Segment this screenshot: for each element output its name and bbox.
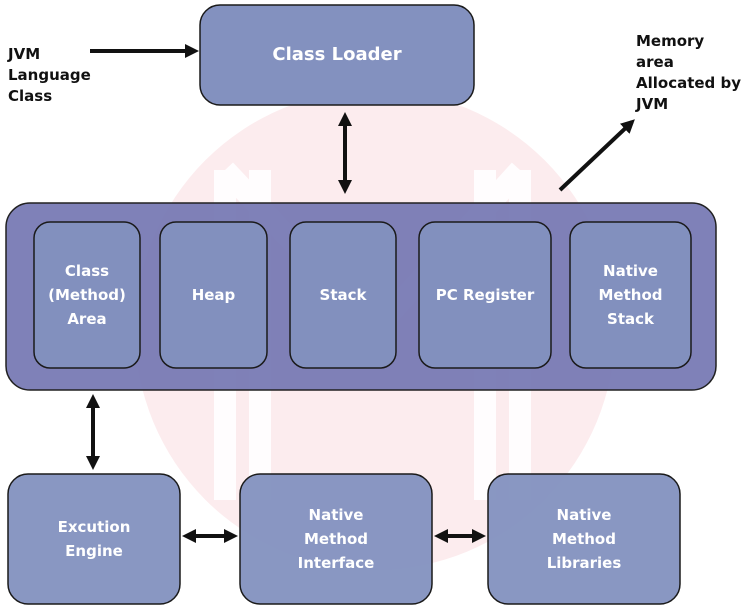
class-loader-label: Class Loader bbox=[272, 44, 402, 65]
pc-register-label: PC Register bbox=[435, 286, 535, 304]
jvm-language-class-note: JVM Language Class bbox=[8, 45, 91, 105]
execution-engine-label: Excution Engine bbox=[57, 518, 131, 560]
stack-label: Stack bbox=[319, 286, 367, 304]
heap-label: Heap bbox=[191, 286, 236, 304]
memory-allocated-note: Memory area Allocated by JVM bbox=[636, 32, 742, 113]
arrows bbox=[86, 44, 635, 543]
memory-allocated-arrow bbox=[558, 119, 635, 192]
method-area-label: Class (Method) Area bbox=[48, 262, 126, 328]
native-method-libraries-label: Native Method Libraries bbox=[546, 506, 622, 572]
native-method-interface-label: Native Method Interface bbox=[297, 506, 375, 572]
memory-area-boxes bbox=[33, 221, 692, 369]
class-loader-box bbox=[199, 4, 475, 106]
bottom-boxes bbox=[7, 473, 681, 605]
native-method-stack-label: Native Method Stack bbox=[598, 262, 663, 328]
